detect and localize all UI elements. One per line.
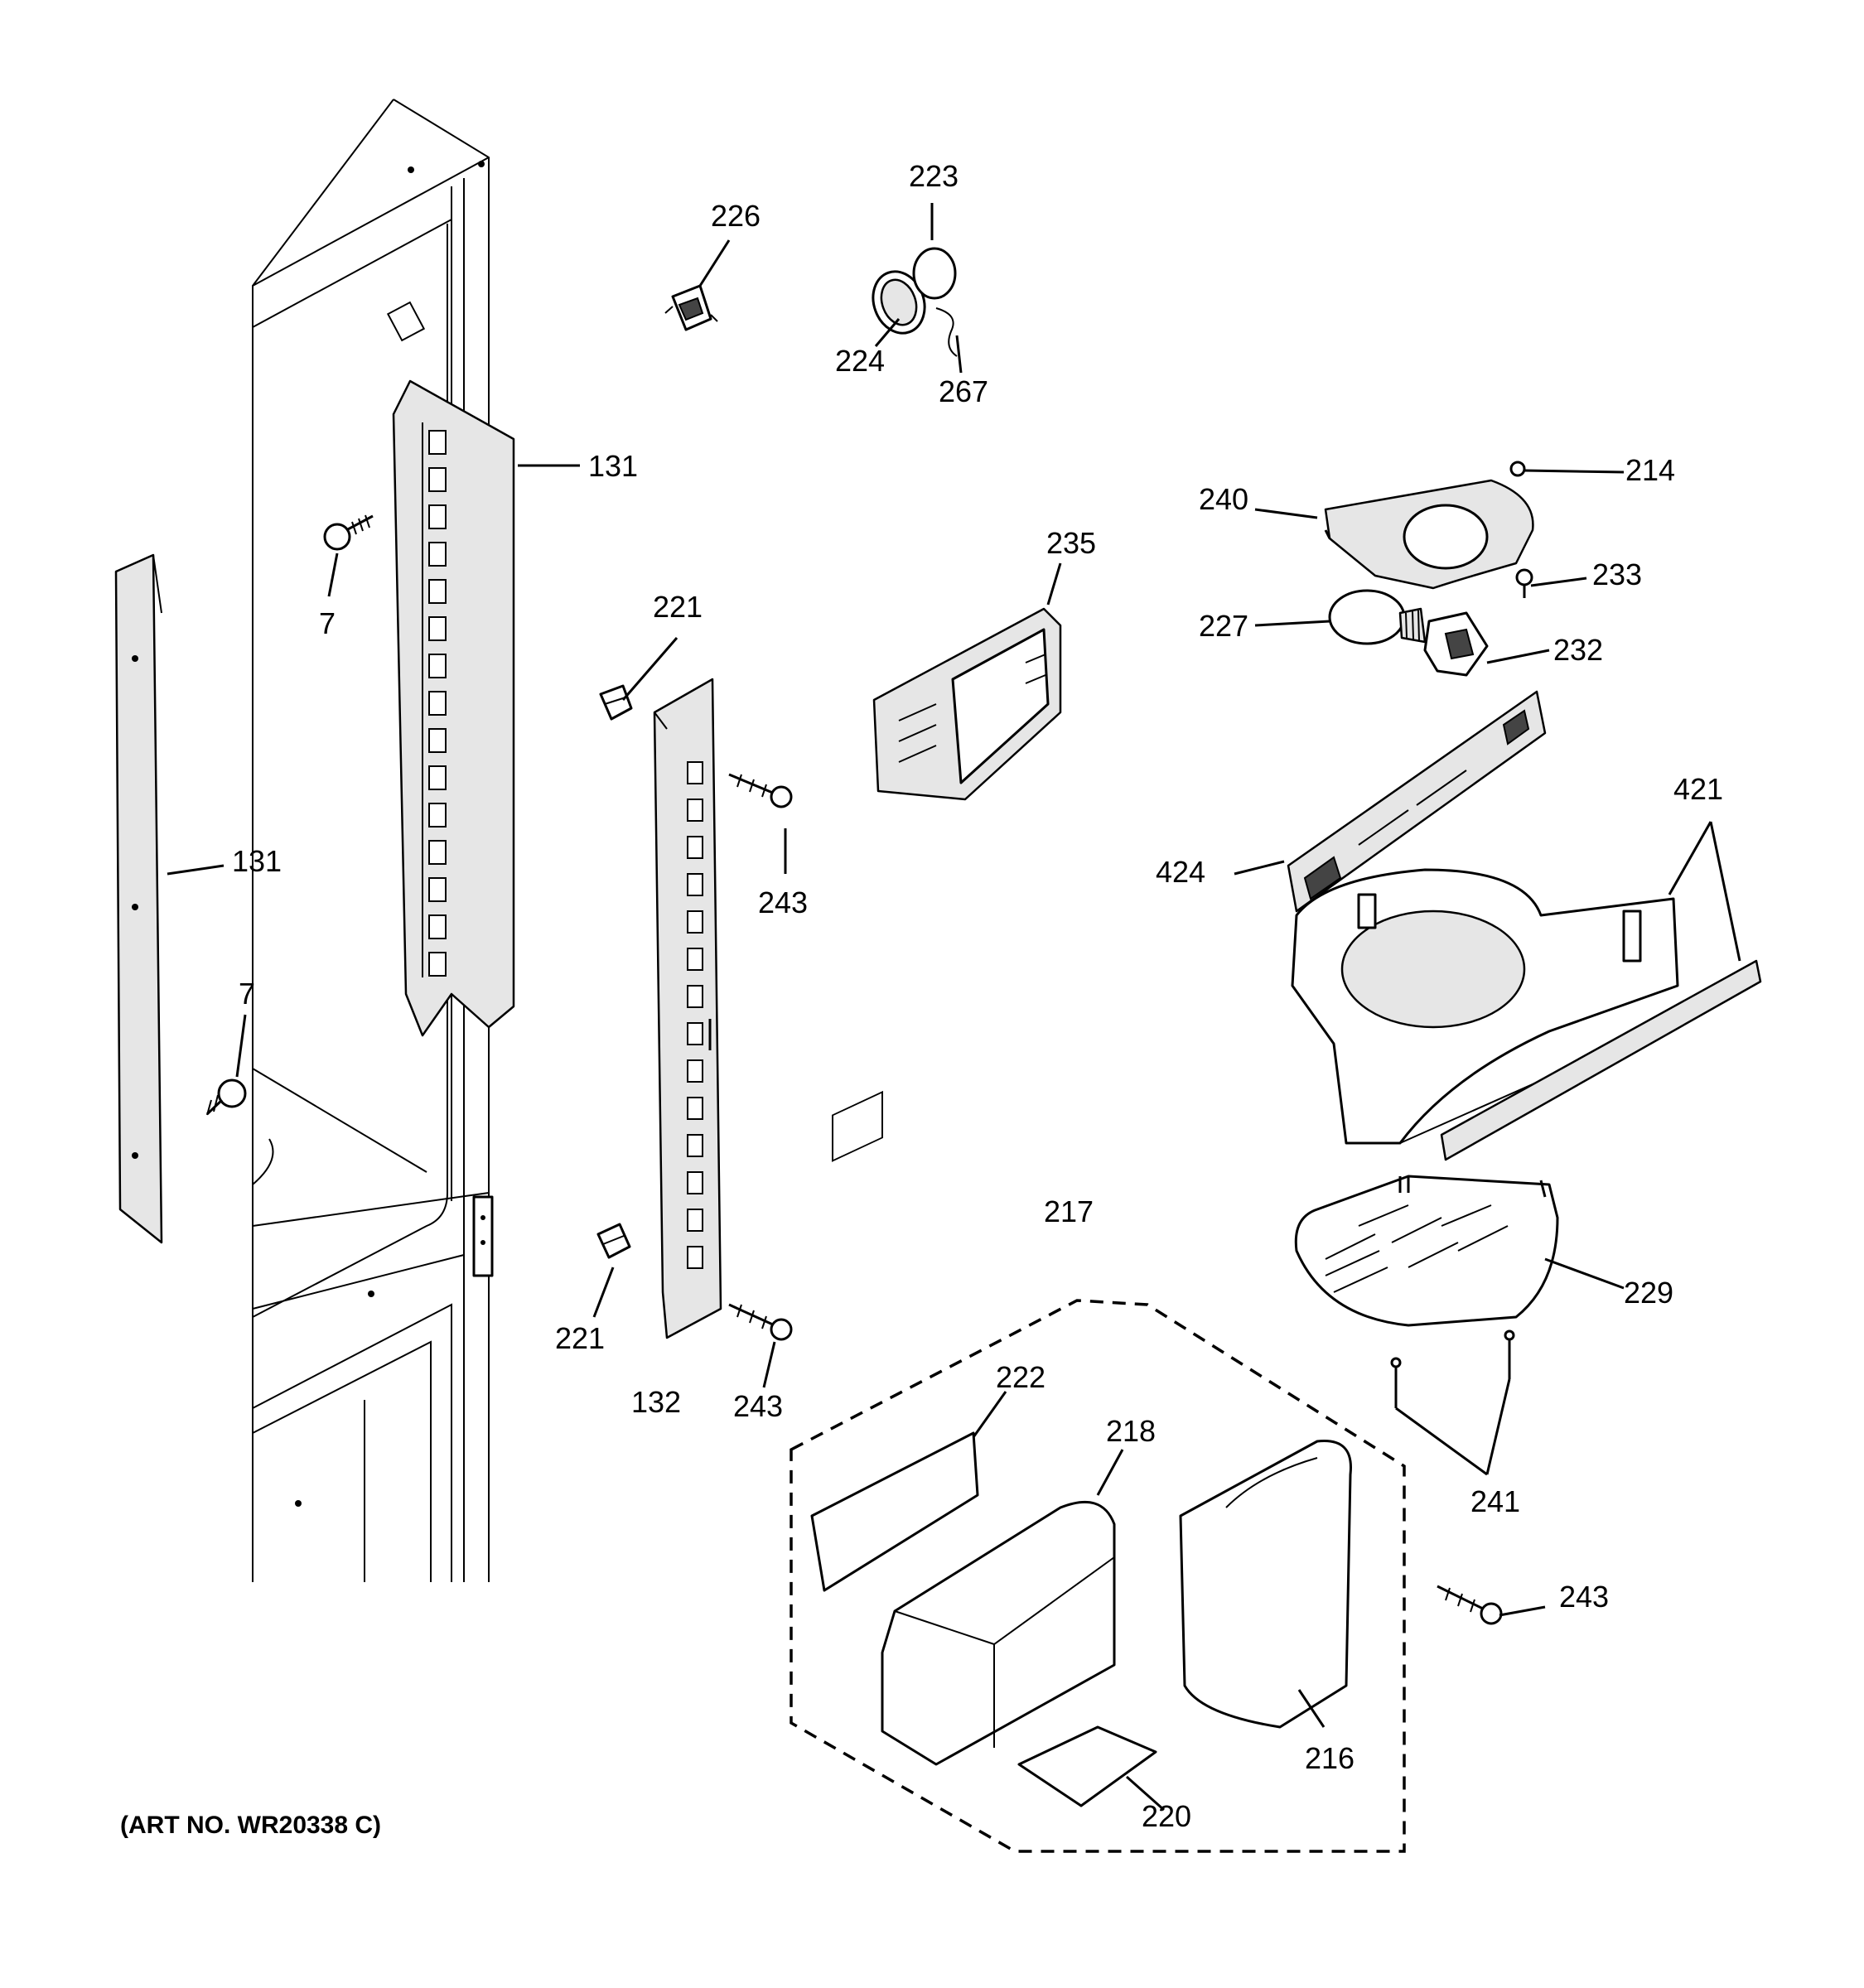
- callout-220: 220: [1142, 1799, 1191, 1833]
- rail-slot: [428, 877, 447, 902]
- rail-slot: [428, 691, 447, 716]
- callout-421: 421: [1673, 772, 1723, 806]
- callout-214: 214: [1625, 453, 1675, 487]
- rail-slot: [687, 1246, 703, 1269]
- rail-slot: [687, 1209, 703, 1232]
- rail-slot: [687, 1059, 703, 1083]
- light-tray-421: [1291, 868, 1762, 1161]
- callout-243-right: 243: [1559, 1580, 1609, 1614]
- callout-243-upper: 243: [758, 885, 808, 919]
- screw-7-upper: [323, 514, 374, 551]
- rail-131-upper: [392, 379, 515, 1037]
- rail-slot: [687, 948, 703, 971]
- callout-131-lower: 131: [232, 844, 282, 878]
- callout-131-upper: 131: [588, 449, 638, 483]
- rail-132: [653, 678, 722, 1339]
- rail-slot: [428, 504, 447, 529]
- rail-slot: [428, 579, 447, 604]
- housing-240: [1324, 461, 1534, 590]
- cover-235: [872, 607, 1062, 801]
- callout-227: 227: [1199, 609, 1248, 643]
- rail-slot: [687, 873, 703, 896]
- callout-232: 232: [1553, 633, 1603, 667]
- rail-slot: [687, 836, 703, 859]
- rail-slot: [428, 914, 447, 939]
- screws-241: [1390, 1329, 1515, 1408]
- rail-slot: [428, 430, 447, 455]
- callout-224: 224: [835, 344, 885, 378]
- rail-slot: [687, 910, 703, 934]
- rail-slot: [428, 542, 447, 567]
- rail-slot: [687, 1171, 703, 1194]
- callout-235: 235: [1046, 526, 1096, 560]
- leader-lines: [167, 203, 1741, 1812]
- rail-slot: [428, 654, 447, 678]
- rail-slot: [428, 840, 447, 865]
- screw-7-lower: [205, 1078, 247, 1116]
- callout-223: 223: [909, 159, 959, 193]
- clip-221-upper: [599, 684, 633, 721]
- callout-229: 229: [1624, 1276, 1673, 1310]
- callout-216: 216: [1305, 1741, 1355, 1775]
- callout-labels: 131 131 7 7 221 221 132 243 243 243 226 …: [120, 159, 1723, 1839]
- rail-slot: [428, 616, 447, 641]
- callout-267: 267: [939, 374, 988, 408]
- art-number: (ART NO. WR20338 C): [120, 1812, 381, 1839]
- callout-221-lower: 221: [555, 1321, 605, 1355]
- callout-7-lower: 7: [239, 977, 255, 1011]
- screw-243-upper: [728, 773, 793, 808]
- bulb-227: [1328, 589, 1427, 645]
- callout-241: 241: [1470, 1484, 1520, 1518]
- screw-243-mid: [728, 1303, 793, 1341]
- callout-132: 132: [631, 1385, 681, 1419]
- control-board-424: [1287, 690, 1547, 913]
- clip-221-lower: [596, 1223, 631, 1259]
- rail-slot: [687, 761, 703, 784]
- rail-slot: [428, 467, 447, 492]
- rail-slot: [687, 1097, 703, 1120]
- callout-233: 233: [1592, 557, 1642, 591]
- callout-424: 424: [1156, 855, 1205, 889]
- rail-slot: [428, 952, 447, 977]
- rail-slot: [428, 728, 447, 753]
- filter-assembly-217: [790, 1090, 1406, 1853]
- rail-slot: [687, 985, 703, 1008]
- rail-slot: [428, 765, 447, 790]
- switch-226: [664, 284, 718, 331]
- rail-slot: [687, 1022, 703, 1045]
- callout-221-upper: 221: [653, 590, 703, 624]
- rail-slot: [428, 803, 447, 828]
- callout-7-upper: 7: [319, 606, 336, 640]
- callout-222: 222: [996, 1360, 1045, 1394]
- sensor-223-224: [872, 247, 958, 357]
- rail-slot: [687, 1134, 703, 1157]
- rail-131-lower: [114, 553, 163, 1244]
- callout-218: 218: [1106, 1414, 1156, 1448]
- callout-226: 226: [711, 199, 761, 233]
- screw-243-right: [1437, 1585, 1503, 1625]
- callout-240: 240: [1199, 482, 1248, 516]
- rail-slot: [687, 799, 703, 822]
- callout-243-mid: 243: [733, 1389, 783, 1423]
- socket-232: [1423, 611, 1489, 677]
- screw-233: [1515, 568, 1533, 598]
- grille-229: [1294, 1175, 1559, 1327]
- callout-217: 217: [1044, 1194, 1094, 1228]
